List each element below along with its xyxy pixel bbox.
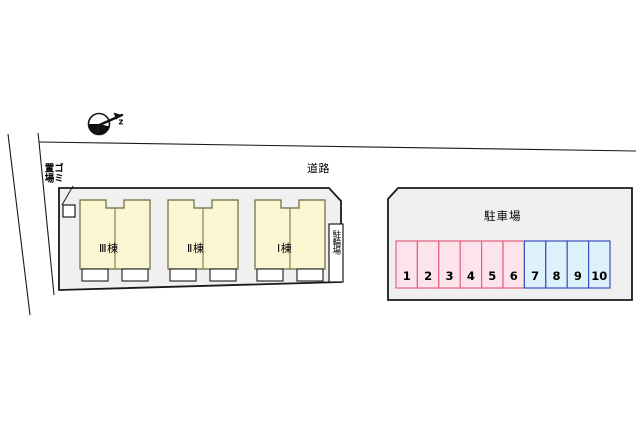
building-1-balcony-left	[256, 268, 284, 282]
building-1-shape[interactable]	[254, 199, 326, 282]
bike-parking-label: 駐輪場	[330, 230, 341, 254]
building-3-shape[interactable]	[79, 199, 151, 282]
compass-north-letter: z	[119, 118, 124, 128]
building-1-balcony-right	[296, 268, 324, 282]
parking-stall-10[interactable]	[587, 240, 611, 289]
waste-area-label-col2: 置場	[42, 163, 54, 183]
waste-area-box[interactable]	[62, 204, 76, 218]
road-lines	[7, 132, 637, 316]
parking-stall-label-5: 5	[488, 269, 497, 283]
building-2-label: Ⅱ棟	[187, 242, 205, 255]
building-3-balcony-right	[121, 268, 149, 282]
compass-needle-fill	[96, 124, 109, 135]
parking-stall-label-7: 7	[531, 269, 540, 283]
parking-stall-label-1: 1	[402, 269, 411, 283]
parking-stall-label-9: 9	[573, 269, 582, 283]
parking-stall-label-3: 3	[445, 269, 454, 283]
building-1-label: Ⅰ棟	[277, 242, 293, 255]
north-arrow-icon: z	[87, 112, 124, 136]
building-2-balcony-right	[209, 268, 237, 282]
bike-parking-shape[interactable]	[328, 223, 344, 283]
compass-arrowhead	[113, 112, 122, 120]
parking-stall-label-4: 4	[466, 269, 475, 283]
parking-stall-label-2: 2	[424, 269, 433, 283]
parking-lot-title: 駐車場	[484, 209, 522, 223]
parking-stall-label-6: 6	[509, 269, 518, 283]
building-2-shape[interactable]	[167, 199, 239, 282]
waste-area-label-col1: ゴミ	[52, 163, 63, 183]
bike-parking-box	[328, 223, 344, 283]
waste-area-label: ゴミ 置場	[42, 163, 64, 183]
parking-stall-layer	[395, 240, 611, 289]
road-edge-outer	[7, 133, 31, 316]
waste-area-marker	[61, 185, 76, 218]
parking-stall-label-10: 10	[591, 269, 608, 283]
building-2-balcony-left	[169, 268, 197, 282]
building-3-label: Ⅲ棟	[99, 242, 119, 255]
parking-stall-label-8: 8	[552, 269, 561, 283]
building-3-balcony-left	[81, 268, 109, 282]
road-label: 道路	[307, 162, 330, 175]
road-boundary-top	[38, 141, 637, 152]
waste-leader-line	[61, 185, 74, 206]
